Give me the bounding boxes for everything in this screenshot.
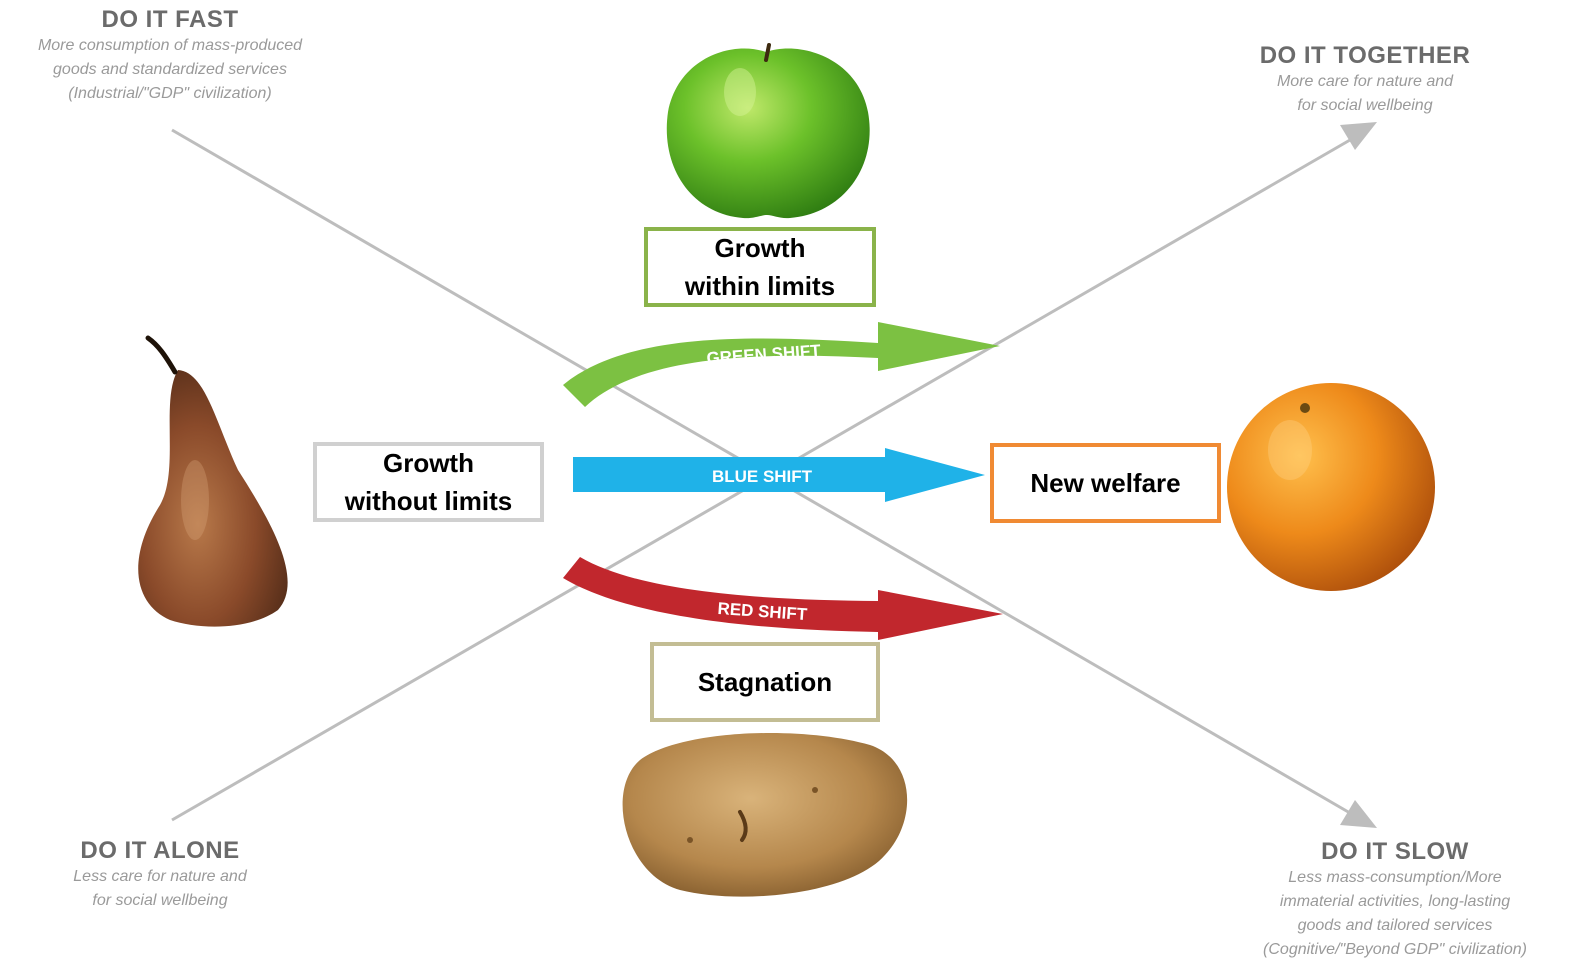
apple-icon: [666, 43, 870, 219]
box-label: New welfare: [1030, 468, 1181, 498]
green-shift-arrow: GREEN SHIFT: [563, 322, 1000, 407]
box-line: Growth: [382, 448, 474, 478]
orange-icon: [1227, 383, 1435, 591]
corner-do-it-alone: DO IT ALONE Less care for nature and for…: [20, 837, 300, 913]
corner-desc-line: Less mass-consumption/More: [1288, 869, 1502, 886]
arrow-head-icon: [1340, 122, 1377, 150]
corner-desc-line: (Industrial/"GDP" civilization): [68, 85, 272, 102]
box-line: without limits: [344, 486, 513, 516]
growth-without-limits-box: Growth without limits: [313, 442, 544, 522]
growth-within-limits-box: Growth within limits: [644, 227, 876, 307]
corner-title: DO IT ALONE: [80, 837, 240, 864]
arrow-head-icon: [1340, 800, 1377, 828]
corner-desc-line: Less care for nature and: [73, 868, 247, 885]
corner-desc-line: immaterial activities, long-lasting: [1279, 893, 1511, 910]
corner-desc-line: for social wellbeing: [92, 892, 228, 909]
box-line: Growth: [714, 233, 806, 263]
potato-icon: [622, 733, 908, 897]
corner-title: DO IT TOGETHER: [1259, 42, 1471, 69]
blue-shift-label: BLUE SHIFT: [712, 467, 813, 486]
corner-desc-line: goods and standardized services: [53, 61, 287, 78]
corner-do-it-fast: DO IT FAST More consumption of mass-prod…: [0, 6, 340, 106]
box-label: Stagnation: [697, 667, 833, 697]
stagnation-box: Stagnation: [650, 642, 880, 722]
corner-desc-line: for social wellbeing: [1297, 97, 1433, 114]
corner-desc-line: goods and tailored services: [1297, 917, 1493, 934]
corner-desc-line: More care for nature and: [1276, 73, 1454, 90]
corner-title: DO IT SLOW: [1321, 838, 1469, 865]
blue-shift-arrow: BLUE SHIFT: [573, 448, 985, 502]
corner-desc-line: (Cognitive/"Beyond GDP" civilization): [1263, 941, 1527, 958]
corner-do-it-together: DO IT TOGETHER More care for nature and …: [1210, 42, 1520, 118]
box-line: within limits: [684, 271, 836, 301]
pear-icon: [138, 335, 288, 627]
corner-desc-line: More consumption of mass-produced: [37, 37, 303, 54]
corner-title: DO IT FAST: [101, 6, 239, 33]
new-welfare-box: New welfare: [990, 443, 1221, 523]
red-shift-arrow: RED SHIFT: [563, 557, 1003, 640]
corner-do-it-slow: DO IT SLOW Less mass-consumption/More im…: [1215, 838, 1575, 962]
